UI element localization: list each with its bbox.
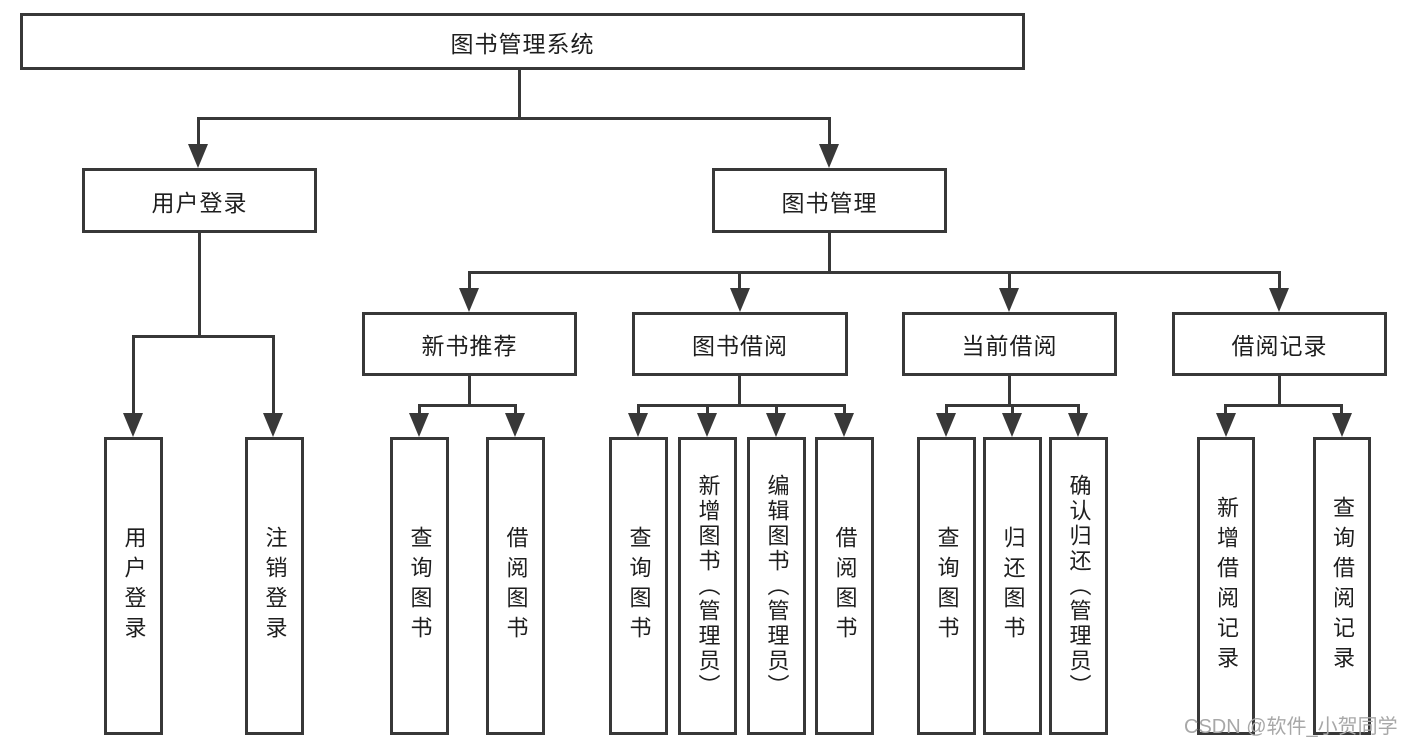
connector-line xyxy=(1011,404,1014,418)
connector-line xyxy=(945,404,948,418)
arrow-down-icon xyxy=(628,413,648,437)
leaf-edit-books-admin-label: 编辑图书（管理员） xyxy=(764,473,790,699)
leaf-return-books-label: 归还图书 xyxy=(1000,526,1026,646)
node-borrow-records-label: 借阅记录 xyxy=(1231,333,1328,359)
connector-line xyxy=(1224,404,1343,407)
csdn-watermark: CSDN @软件_小贺同学 xyxy=(1184,716,1398,738)
leaf-borrow-query-books-label: 查询图书 xyxy=(626,526,652,646)
arrow-down-icon xyxy=(1332,413,1352,437)
leaf-user-login-label: 用户登录 xyxy=(121,526,147,646)
node-book-management-label: 图书管理 xyxy=(781,189,878,216)
leaf-newbook-query-books-label: 查询图书 xyxy=(407,526,433,646)
leaf-edit-books-admin: 编辑图书（管理员） xyxy=(747,437,806,735)
connector-line xyxy=(1008,271,1011,291)
arrow-down-icon xyxy=(936,413,956,437)
node-new-book-recommend: 新书推荐 xyxy=(362,312,577,376)
node-book-borrow: 图书借阅 xyxy=(632,312,848,376)
leaf-logout: 注销登录 xyxy=(245,437,304,735)
connector-line xyxy=(468,376,471,407)
connector-line xyxy=(418,404,517,407)
connector-line xyxy=(738,376,741,407)
leaf-query-borrow-record: 查询借阅记录 xyxy=(1313,437,1371,735)
connector-line xyxy=(518,67,521,119)
leaf-borrow-borrow-books-label: 借阅图书 xyxy=(832,526,858,646)
connector-line xyxy=(775,404,778,418)
connector-line xyxy=(418,404,421,418)
leaf-add-books-admin-label: 新增图书（管理员） xyxy=(695,473,721,699)
node-user-login: 用户登录 xyxy=(82,168,317,233)
connector-line xyxy=(1008,376,1011,407)
connector-line xyxy=(1278,271,1281,291)
connector-line xyxy=(198,232,201,337)
leaf-return-books: 归还图书 xyxy=(983,437,1042,735)
connector-line xyxy=(468,271,471,291)
arrow-down-icon xyxy=(730,288,750,312)
arrow-down-icon xyxy=(766,413,786,437)
connector-line xyxy=(1278,376,1281,407)
node-current-borrow-label: 当前借阅 xyxy=(961,333,1058,359)
connector-line xyxy=(828,117,831,149)
node-new-book-recommend-label: 新书推荐 xyxy=(421,333,518,359)
leaf-query-borrow-record-label: 查询借阅记录 xyxy=(1330,496,1355,676)
arrow-down-icon xyxy=(505,413,525,437)
connector-line xyxy=(468,271,1281,274)
node-borrow-records: 借阅记录 xyxy=(1172,312,1387,376)
arrow-down-icon xyxy=(1216,413,1236,437)
leaf-borrow-query-books: 查询图书 xyxy=(609,437,668,735)
leaf-add-borrow-record-label: 新增借阅记录 xyxy=(1214,496,1239,676)
arrow-down-icon xyxy=(999,288,1019,312)
connector-line xyxy=(828,233,831,274)
connector-line xyxy=(197,117,831,120)
leaf-confirm-return-admin: 确认归还（管理员） xyxy=(1049,437,1108,735)
connector-line xyxy=(1340,404,1343,418)
arrow-down-icon xyxy=(819,144,839,168)
node-root-label: 图书管理系统 xyxy=(450,30,595,57)
arrow-down-icon xyxy=(834,413,854,437)
arrow-down-icon xyxy=(123,413,143,437)
leaf-confirm-return-admin-label: 确认归还（管理员） xyxy=(1066,473,1092,699)
leaf-add-books-admin: 新增图书（管理员） xyxy=(678,437,737,735)
connector-line xyxy=(514,404,517,418)
arrow-down-icon xyxy=(459,288,479,312)
connector-line xyxy=(843,404,846,418)
connector-line xyxy=(132,335,275,338)
leaf-newbook-borrow-books: 借阅图书 xyxy=(486,437,545,735)
leaf-borrow-borrow-books: 借阅图书 xyxy=(815,437,874,735)
connector-line xyxy=(272,335,275,417)
node-root: 图书管理系统 xyxy=(20,13,1025,70)
connector-line xyxy=(1224,404,1227,418)
leaf-newbook-borrow-books-label: 借阅图书 xyxy=(503,526,529,646)
arrow-down-icon xyxy=(188,144,208,168)
connector-line xyxy=(637,404,845,407)
node-user-login-label: 用户登录 xyxy=(151,189,248,216)
connector-line xyxy=(637,404,640,418)
leaf-newbook-query-books: 查询图书 xyxy=(390,437,449,735)
connector-line xyxy=(1077,404,1080,418)
arrow-down-icon xyxy=(697,413,717,437)
arrow-down-icon xyxy=(263,413,283,437)
node-current-borrow: 当前借阅 xyxy=(902,312,1117,376)
arrow-down-icon xyxy=(1269,288,1289,312)
leaf-user-login: 用户登录 xyxy=(104,437,163,735)
leaf-current-query-books: 查询图书 xyxy=(917,437,976,735)
leaf-logout-label: 注销登录 xyxy=(262,526,288,646)
connector-line xyxy=(197,117,200,149)
connector-line xyxy=(132,335,135,417)
node-book-borrow-label: 图书借阅 xyxy=(692,333,788,359)
node-book-management: 图书管理 xyxy=(712,168,947,233)
connector-line xyxy=(706,404,709,418)
leaf-add-borrow-record: 新增借阅记录 xyxy=(1197,437,1255,735)
leaf-current-query-books-label: 查询图书 xyxy=(934,526,960,646)
connector-line xyxy=(738,271,741,291)
arrow-down-icon xyxy=(409,413,429,437)
arrow-down-icon xyxy=(1002,413,1022,437)
arrow-down-icon xyxy=(1068,413,1088,437)
